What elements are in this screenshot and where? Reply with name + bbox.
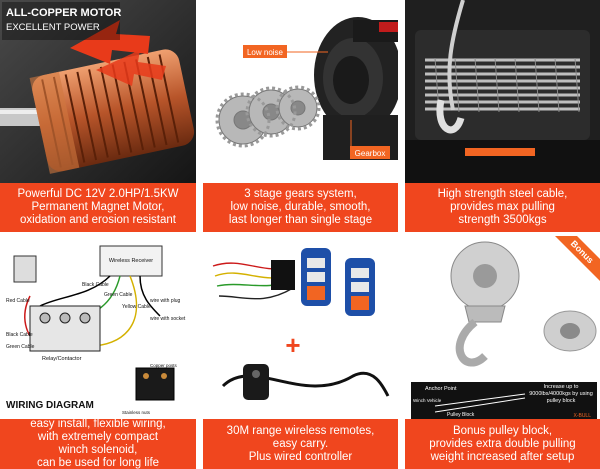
panel-motor: ALL-COPPER MOTOR EXCELLENT POWER Powerfu…: [0, 0, 196, 232]
caption-line: low noise, durable, smooth,: [230, 201, 371, 213]
green-cable-left-label: Green Cable: [6, 344, 35, 350]
black-cable-left-label: Black Cable: [6, 332, 33, 338]
caption-line: provides extra double pulling: [429, 437, 576, 450]
relay-label: Relay/Contactor: [42, 356, 82, 362]
caption-line: Plus wired controller: [248, 450, 353, 463]
copper-posts-label: Copper posts: [150, 363, 178, 368]
gearbox-label: Gearbox: [355, 149, 386, 158]
anchor-label: Anchor Point: [425, 386, 457, 392]
panel-pulley: Bonus Anchor Point Winch Vehicle Pulley …: [405, 236, 600, 469]
brand-label: X-BULL: [573, 413, 591, 419]
pulley-caption: Bonus pulley block, provides extra doubl…: [405, 419, 600, 469]
caption-line: strength 3500kgs: [458, 214, 547, 226]
wire-plug-label: wire with plug: [150, 298, 181, 304]
wire-socket-label: wire with socket: [150, 316, 186, 322]
wireless-remote-icon: [345, 258, 375, 316]
wired-controller-icon: [221, 364, 390, 400]
panel-remotes: + 30M range wireless remotes, easy carry…: [203, 236, 398, 469]
increase-label: Increase up to 9000lbs/4000kgs by using …: [529, 384, 593, 404]
black-cable-top-label: Black Cable: [82, 282, 109, 288]
remotes-caption: 30M range wireless remotes, easy carry. …: [203, 419, 398, 469]
caption-line: weight increased after setup: [430, 450, 575, 463]
panel-wiring: Wireless Receiver Black Cable Green Cabl…: [0, 236, 196, 469]
red-cable-label: Red Cable: [6, 298, 30, 304]
cable-image: [405, 0, 600, 183]
wiring-diagram-image: Wireless Receiver Black Cable Green Cabl…: [0, 236, 196, 419]
caption-line: can be used for long life: [36, 457, 160, 469]
yellow-cable-label: Yellow Cable: [122, 304, 151, 310]
caption-line: Permanent Magnet Motor,: [31, 201, 165, 213]
stainless-nuts-label: Stainless nuts: [122, 410, 151, 415]
cable-caption: High strength steel cable, provides max …: [405, 183, 600, 232]
pulley-block-icon: [450, 241, 520, 367]
pulley-block-label: Pulley Block: [447, 412, 475, 418]
gears-image: Low noise Gearbox: [203, 0, 398, 183]
caption-line: easy carry.: [272, 437, 329, 450]
red-arrow-icon: [70, 20, 166, 86]
caption-line: High strength steel cable,: [437, 188, 568, 200]
gearbox-housing: [314, 17, 398, 160]
receiver-unit: [271, 260, 295, 290]
green-cable-top-label: Green Cable: [104, 292, 133, 298]
caption-line: last longer than single stage: [228, 214, 373, 226]
motor-caption: Powerful DC 12V 2.0HP/1.5KW Permanent Ma…: [0, 183, 196, 232]
caption-line: Bonus pulley block,: [452, 424, 553, 437]
caption-line: provides max pulling: [450, 201, 555, 213]
winch-vehicle-label: Winch Vehicle: [413, 398, 442, 403]
armature-shape: [29, 49, 195, 174]
motor-badge-sub: EXCELLENT POWER: [6, 22, 100, 33]
low-noise-label: Low noise: [247, 48, 284, 57]
receiver-label: Wireless Receiver: [109, 258, 153, 264]
caption-line: 3 stage gears system,: [244, 188, 357, 200]
caption-line: with extremely compact: [37, 431, 159, 443]
caption-line: winch solenoid,: [58, 444, 138, 456]
motor-image: ALL-COPPER MOTOR EXCELLENT POWER: [0, 0, 196, 183]
gears-caption: 3 stage gears system, low noise, durable…: [203, 183, 398, 232]
wiring-diagram-title: WIRING DIAGRAM: [6, 400, 94, 411]
panel-gears: Low noise Gearbox 3 stage gears system, …: [203, 0, 398, 232]
panel-cable: High strength steel cable, provides max …: [405, 0, 600, 232]
wireless-remote-icon: [301, 248, 331, 306]
caption-line: easy install, flexible wiring,: [30, 418, 166, 430]
plus-sign: +: [285, 330, 300, 360]
wiring-caption: easy install, flexible wiring, with extr…: [0, 418, 196, 469]
caption-line: 30M range wireless remotes,: [226, 424, 375, 437]
caption-line: oxidation and erosion resistant: [20, 214, 176, 226]
caption-line: Powerful DC 12V 2.0HP/1.5KW: [17, 188, 179, 200]
pulley-image: Bonus Anchor Point Winch Vehicle Pulley …: [405, 236, 600, 419]
hook-icon: [436, 99, 465, 134]
motor-badge-title: ALL-COPPER MOTOR: [6, 7, 121, 19]
remotes-image: +: [203, 236, 398, 419]
